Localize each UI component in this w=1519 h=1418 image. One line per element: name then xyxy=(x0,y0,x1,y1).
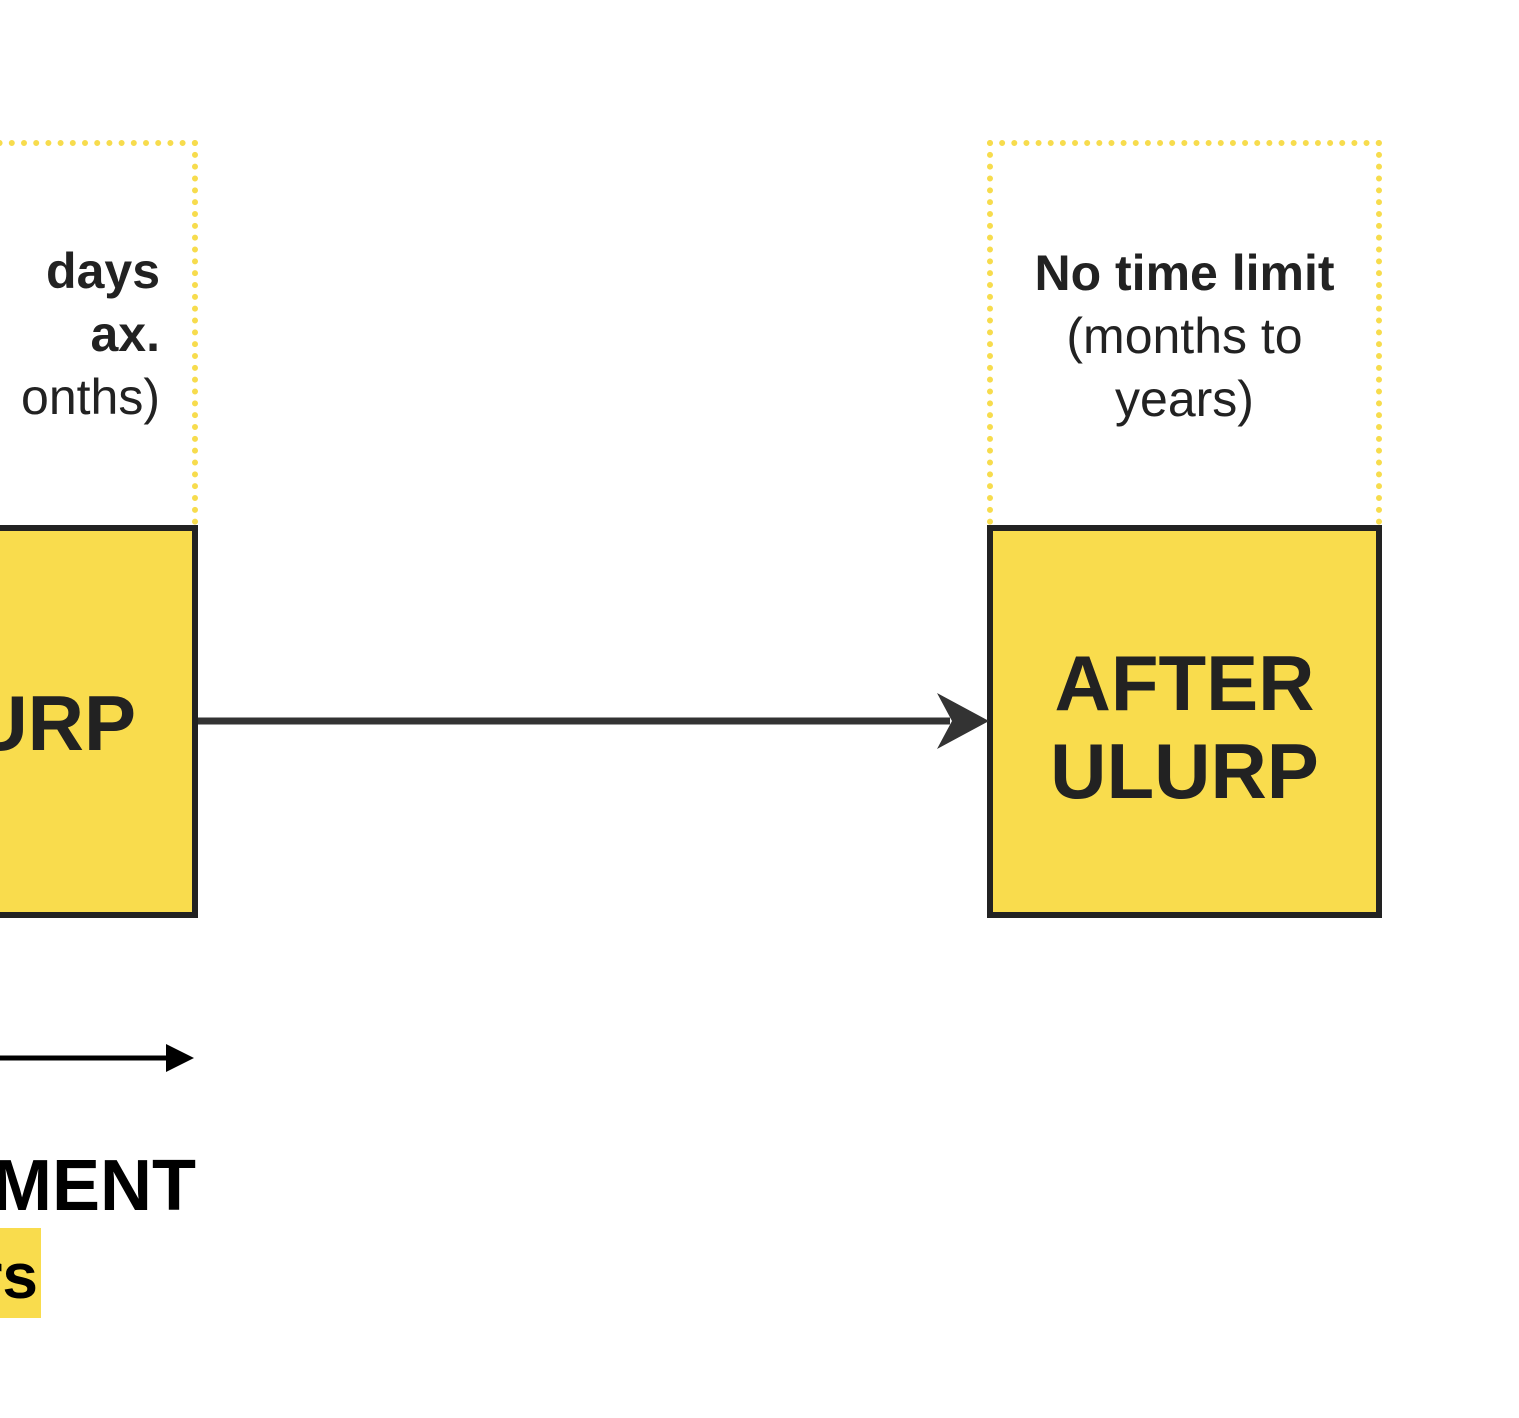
right-duration-line3: years) xyxy=(1115,371,1254,427)
legend-arrow-head xyxy=(166,1044,194,1072)
right-duration-label: No time limit (months to years) xyxy=(987,242,1382,431)
left-stage-box: URP xyxy=(0,525,198,918)
left-duration-line2: ax. xyxy=(90,306,160,362)
stage-connector-arrowhead xyxy=(937,693,989,749)
left-duration-line3: onths) xyxy=(21,369,160,425)
after-ulurp-box: AFTER ULURP xyxy=(987,525,1382,918)
after-ulurp-title-line2: ULURP xyxy=(1050,727,1319,815)
left-duration-frame xyxy=(0,140,198,525)
legend-sublabel: rs xyxy=(0,1240,38,1312)
left-duration-label: days ax. onths) xyxy=(0,240,160,429)
after-ulurp-title-line1: AFTER xyxy=(1054,639,1315,727)
left-duration-line1: days xyxy=(46,243,160,299)
right-duration-line2: (months to xyxy=(1066,308,1303,364)
right-duration-bold: No time limit xyxy=(1034,245,1335,301)
legend-sublabel-highlight xyxy=(0,1228,41,1318)
after-ulurp-title: AFTER ULURP xyxy=(993,639,1376,815)
left-stage-title: URP xyxy=(0,679,136,767)
right-duration-frame xyxy=(987,140,1382,525)
legend-label: MENT xyxy=(0,1146,196,1226)
